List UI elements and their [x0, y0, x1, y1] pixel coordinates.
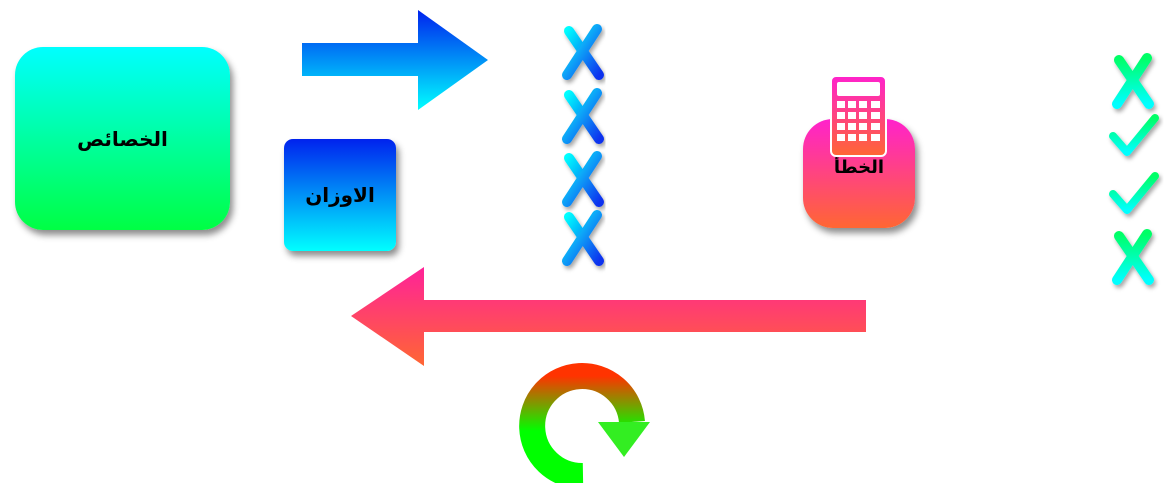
cycle-arrow-icon — [519, 363, 650, 483]
check-icon — [1109, 114, 1159, 156]
weights-label: الاوزان — [305, 183, 375, 207]
cross-icon — [562, 210, 604, 266]
cross-icon — [1112, 53, 1154, 109]
left-marks-column — [562, 24, 604, 266]
cross-icon — [562, 24, 604, 80]
cross-icon — [1112, 229, 1154, 285]
cross-icon — [562, 151, 604, 207]
right-marks-column — [1109, 53, 1159, 285]
weights-node: الاوزان — [284, 139, 396, 251]
check-icon — [1109, 172, 1159, 214]
features-node: الخصائص — [15, 47, 230, 230]
error-node: الخطأ — [803, 119, 915, 228]
features-label: الخصائص — [77, 126, 168, 151]
left-arrow-icon — [351, 267, 866, 366]
error-label: الخطأ — [833, 157, 885, 178]
right-arrow-icon — [302, 10, 488, 110]
cross-icon — [562, 88, 604, 144]
